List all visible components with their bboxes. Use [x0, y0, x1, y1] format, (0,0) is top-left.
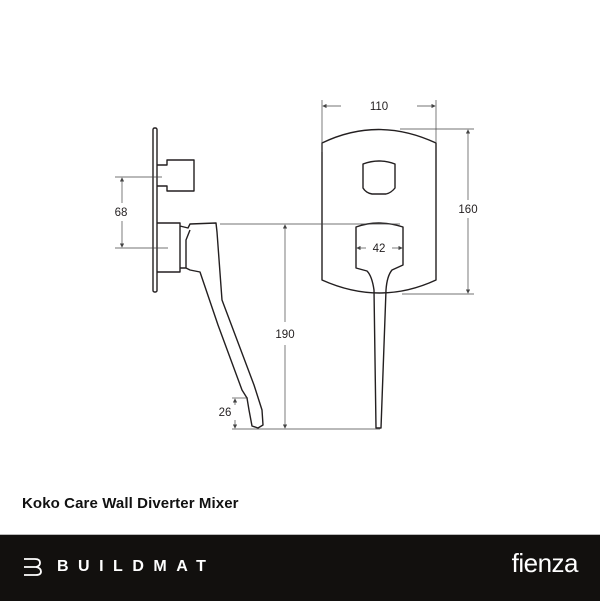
diverter-button [362, 160, 396, 195]
footer-bar: BUILDMAT fienza [0, 534, 600, 601]
wall-plate [152, 127, 158, 293]
technical-drawing: 110 160 42 190 68 26 [115, 100, 478, 430]
diverter-knob-side [157, 159, 195, 192]
dim-lever-width: 42 [373, 243, 386, 255]
dim-lever-tip: 26 [219, 407, 232, 419]
product-title: Koko Care Wall Diverter Mixer [22, 495, 239, 512]
buildmat-logo-icon [24, 558, 42, 576]
dim-outlet-spacing: 68 [115, 207, 128, 219]
dim-plate-width: 110 [370, 101, 388, 113]
mixer-body-side [157, 222, 264, 429]
front-view [321, 128, 437, 429]
dim-lever-height: 190 [275, 329, 294, 341]
fienza-logo: fienza [511, 548, 579, 578]
dimension-lines [115, 100, 474, 430]
cover-plate [321, 128, 437, 294]
side-view [152, 127, 264, 429]
dim-plate-height: 160 [458, 204, 477, 216]
buildmat-logo: BUILDMAT [57, 558, 216, 575]
lever-handle [355, 222, 404, 429]
